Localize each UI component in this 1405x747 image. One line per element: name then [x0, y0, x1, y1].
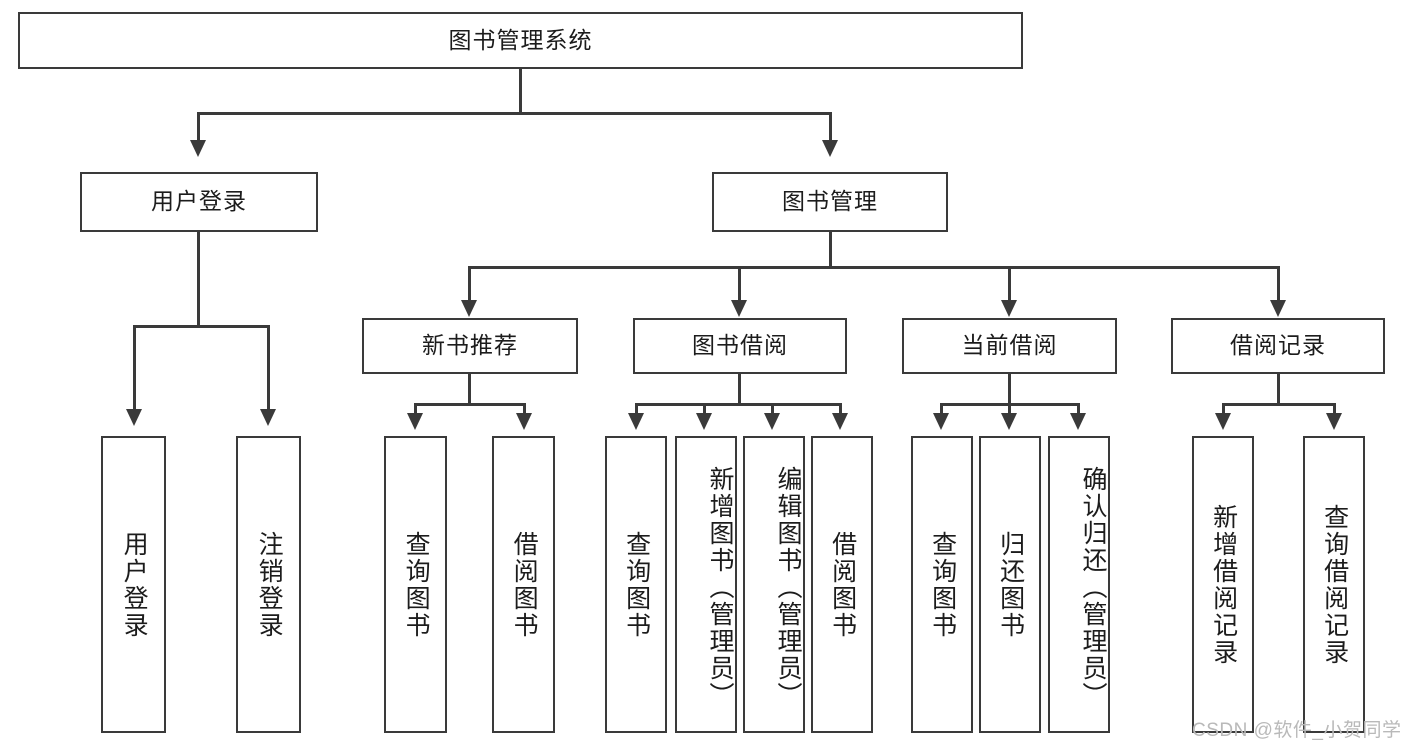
- connector-drop-current-borrow: [1008, 266, 1011, 302]
- node-user-login[interactable]: 用户登录: [80, 172, 318, 232]
- connector-drop-leaf-query-book-1: [414, 403, 417, 415]
- connector-drop-new-book-recommend: [468, 266, 471, 302]
- connector-new-book-recommend-bus: [414, 403, 526, 406]
- node-leaf-query-record[interactable]: 查询借阅记录: [1303, 436, 1365, 733]
- node-label: 图书借阅: [692, 332, 788, 359]
- connector-drop-leaf-return-book: [1008, 403, 1011, 415]
- arrow-leaf-edit-book: [764, 413, 780, 430]
- node-book-management-system[interactable]: 图书管理系统: [18, 12, 1023, 69]
- connector-borrow-record-stem: [1277, 374, 1280, 406]
- node-leaf-query-book-2[interactable]: 查询图书: [605, 436, 667, 733]
- node-leaf-add-record[interactable]: 新增借阅记录: [1192, 436, 1254, 733]
- arrow-leaf-logout-login: [260, 409, 276, 426]
- connector-drop-leaf-confirm-return: [1077, 403, 1080, 415]
- node-leaf-add-book[interactable]: 新增图书（管理员）: [675, 436, 737, 733]
- connector-drop-leaf-query-book-2: [635, 403, 638, 415]
- node-label: 图书管理: [782, 188, 878, 215]
- arrow-book-management: [822, 140, 838, 157]
- connector-user-login-stem: [197, 232, 200, 328]
- node-label: 查询图书: [402, 530, 431, 639]
- node-label: 新书推荐: [422, 332, 518, 359]
- node-leaf-edit-book[interactable]: 编辑图书（管理员）: [743, 436, 805, 733]
- node-leaf-confirm-return[interactable]: 确认归还（管理员）: [1048, 436, 1110, 733]
- node-borrow-record[interactable]: 借阅记录: [1171, 318, 1385, 374]
- node-label: 用户登录: [151, 188, 247, 215]
- connector-book-borrow-bus: [635, 403, 842, 406]
- node-label: 新增借阅记录: [1209, 503, 1238, 666]
- connector-level2-bus: [197, 112, 832, 115]
- node-label: 当前借阅: [961, 332, 1058, 359]
- connector-drop-borrow-record: [1277, 266, 1280, 302]
- arrow-leaf-confirm-return: [1070, 413, 1086, 430]
- connector-drop-book-management: [829, 112, 832, 142]
- node-label: 编辑图书（管理员）: [774, 466, 802, 709]
- node-label: 查询图书: [622, 530, 651, 639]
- connector-new-book-recommend-stem: [468, 374, 471, 406]
- node-label: 借阅图书: [510, 530, 539, 639]
- node-leaf-logout-login[interactable]: 注销登录: [236, 436, 301, 733]
- node-label: 借阅记录: [1230, 332, 1326, 359]
- connector-drop-book-borrow: [738, 266, 741, 302]
- arrow-leaf-query-book-3: [933, 413, 949, 430]
- connector-drop-leaf-logout-login: [267, 325, 270, 411]
- connector-user-login-bus: [133, 325, 270, 328]
- node-new-book-recommend[interactable]: 新书推荐: [362, 318, 578, 374]
- arrow-new-book-recommend: [461, 300, 477, 317]
- node-label: 图书管理系统: [448, 26, 593, 53]
- node-label: 借阅图书: [828, 530, 857, 639]
- connector-drop-user-login: [197, 112, 200, 142]
- connector-drop-leaf-borrow-book-2: [839, 403, 842, 415]
- connector-drop-leaf-query-book-3: [940, 403, 943, 415]
- node-current-borrow[interactable]: 当前借阅: [902, 318, 1117, 374]
- node-label: 用户登录: [120, 530, 149, 639]
- connector-drop-leaf-borrow-book-1: [523, 403, 526, 415]
- node-leaf-return-book[interactable]: 归还图书: [979, 436, 1041, 733]
- connector-root-stem: [519, 69, 522, 113]
- node-label: 新增图书（管理员）: [706, 466, 734, 709]
- arrow-leaf-query-book-1: [407, 413, 423, 430]
- arrow-leaf-borrow-book-1: [516, 413, 532, 430]
- connector-book-management-stem: [829, 232, 832, 268]
- connector-drop-leaf-add-record: [1222, 403, 1225, 415]
- arrow-user-login: [190, 140, 206, 157]
- arrow-leaf-add-book: [696, 413, 712, 430]
- node-label: 查询借阅记录: [1320, 503, 1349, 666]
- arrow-book-borrow: [731, 300, 747, 317]
- arrow-leaf-query-book-2: [628, 413, 644, 430]
- node-book-borrow[interactable]: 图书借阅: [633, 318, 847, 374]
- arrow-leaf-borrow-book-2: [832, 413, 848, 430]
- arrow-leaf-add-record: [1215, 413, 1231, 430]
- node-label: 归还图书: [996, 530, 1025, 639]
- node-label: 确认归还（管理员）: [1079, 466, 1107, 709]
- node-leaf-borrow-book-1[interactable]: 借阅图书: [492, 436, 555, 733]
- arrow-leaf-query-record: [1326, 413, 1342, 430]
- node-leaf-query-book-1[interactable]: 查询图书: [384, 436, 447, 733]
- arrow-leaf-return-book: [1001, 413, 1017, 430]
- connector-borrow-record-bus: [1222, 403, 1336, 406]
- node-leaf-user-login[interactable]: 用户登录: [101, 436, 166, 733]
- arrow-borrow-record: [1270, 300, 1286, 317]
- node-label: 注销登录: [255, 530, 284, 639]
- connector-drop-leaf-query-record: [1333, 403, 1336, 415]
- connector-drop-leaf-user-login: [133, 325, 136, 411]
- connector-level3-bus: [468, 266, 1280, 269]
- connector-current-borrow-stem: [1008, 374, 1011, 406]
- connector-book-borrow-stem: [738, 374, 741, 406]
- arrow-current-borrow: [1001, 300, 1017, 317]
- connector-drop-leaf-add-book: [703, 403, 706, 415]
- node-book-management[interactable]: 图书管理: [712, 172, 948, 232]
- node-leaf-query-book-3[interactable]: 查询图书: [911, 436, 973, 733]
- node-label: 查询图书: [928, 530, 957, 639]
- connector-drop-leaf-edit-book: [771, 403, 774, 415]
- arrow-leaf-user-login: [126, 409, 142, 426]
- node-leaf-borrow-book-2[interactable]: 借阅图书: [811, 436, 873, 733]
